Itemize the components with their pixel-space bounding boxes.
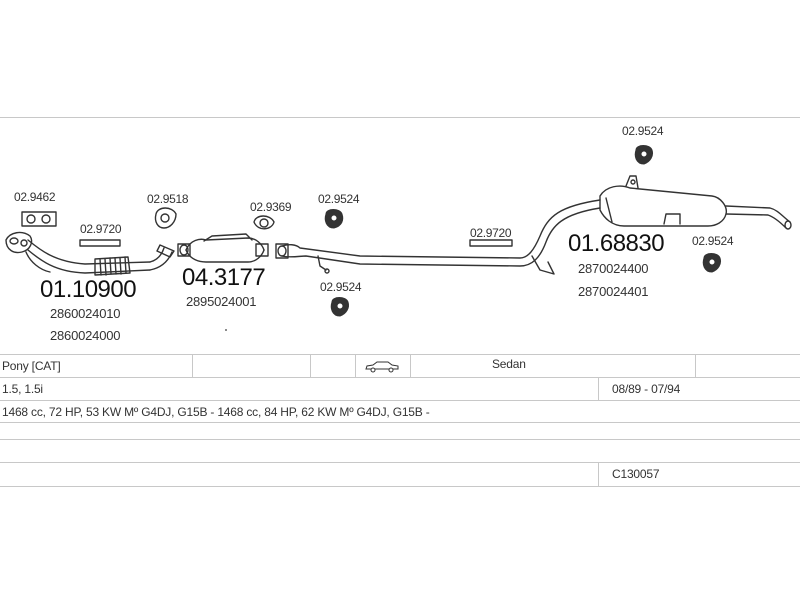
row1-sep-3 xyxy=(355,354,356,377)
label-gasket-02-9462: 02.9462 xyxy=(14,190,56,204)
catalyst-shape xyxy=(177,233,269,263)
oem-number-rear-muffler-2: 2870024401 xyxy=(578,284,649,299)
label-bracket-02-9720-front: 02.9720 xyxy=(80,222,122,236)
part-code-catalyst: 04.3177 xyxy=(182,264,266,291)
gasket-02-9369-shape xyxy=(253,215,275,230)
label-rubber-mount-02-9524-d: 02.9524 xyxy=(692,234,734,248)
rubber-mount-02-9524-b-shape xyxy=(330,297,349,317)
production-dates: 08/89 - 07/94 xyxy=(612,382,681,396)
rubber-mount-02-9524-a-shape xyxy=(324,209,344,229)
rubber-mount-02-9524-c-shape xyxy=(634,145,653,165)
oem-number-front-pipe-1: 2860024010 xyxy=(50,306,121,321)
front-pipe-shape xyxy=(25,239,175,276)
oem-number-catalyst: 2895024001 xyxy=(186,294,257,309)
exhaust-system-diagram xyxy=(5,145,792,331)
label-rubber-mount-02-9524-c: 02.9524 xyxy=(622,124,664,138)
row1-sep-1 xyxy=(192,354,193,377)
table-line-6 xyxy=(0,462,800,463)
model-name: Pony [CAT] xyxy=(2,359,61,373)
row1-sep-5 xyxy=(695,354,696,377)
bracket-02-9720-rear-shape xyxy=(469,239,513,247)
engine-specification: 1468 cc, 72 HP, 53 KW Mº G4DJ, G15B - 14… xyxy=(2,405,430,419)
row5-sep-1 xyxy=(598,462,599,486)
car-sedan-icon xyxy=(365,361,399,373)
label-gasket-02-9369: 02.9369 xyxy=(250,200,292,214)
table-line-1 xyxy=(0,354,800,355)
table-line-2 xyxy=(0,377,800,378)
centre-pipe-shape xyxy=(275,199,601,275)
label-rubber-mount-02-9524-b: 02.9524 xyxy=(320,280,362,294)
rubber-mount-02-9524-d-shape xyxy=(702,253,721,273)
body-type: Sedan xyxy=(492,357,526,371)
diagram-top-border xyxy=(0,117,800,118)
table-line-5 xyxy=(0,439,800,440)
gasket-02-9462-shape xyxy=(21,211,57,227)
oem-number-front-pipe-2: 2860024000 xyxy=(50,328,121,343)
bracket-02-9720-front-shape xyxy=(79,239,121,247)
part-code-rear-muffler: 01.68830 xyxy=(568,230,665,257)
catalogue-code: C130057 xyxy=(612,467,660,481)
table-line-7 xyxy=(0,486,800,487)
row1-sep-2 xyxy=(310,354,311,377)
label-bracket-02-9720-rear: 02.9720 xyxy=(470,226,512,240)
front-pipe-flange-shape xyxy=(5,231,33,254)
label-rubber-mount-02-9524-a: 02.9524 xyxy=(318,192,360,206)
rear-muffler-shape xyxy=(599,175,792,230)
oem-number-rear-muffler-1: 2870024400 xyxy=(578,261,649,276)
row1-sep-4 xyxy=(410,354,411,377)
label-gasket-02-9518: 02.9518 xyxy=(147,192,189,206)
engine-size: 1.5, 1.5i xyxy=(2,382,43,396)
table-line-4 xyxy=(0,422,800,423)
table-line-3 xyxy=(0,400,800,401)
part-code-front-pipe: 01.10900 xyxy=(40,276,137,303)
gasket-02-9518-shape xyxy=(154,207,177,229)
row2-sep-1 xyxy=(598,377,599,400)
dot-mark xyxy=(225,329,227,331)
